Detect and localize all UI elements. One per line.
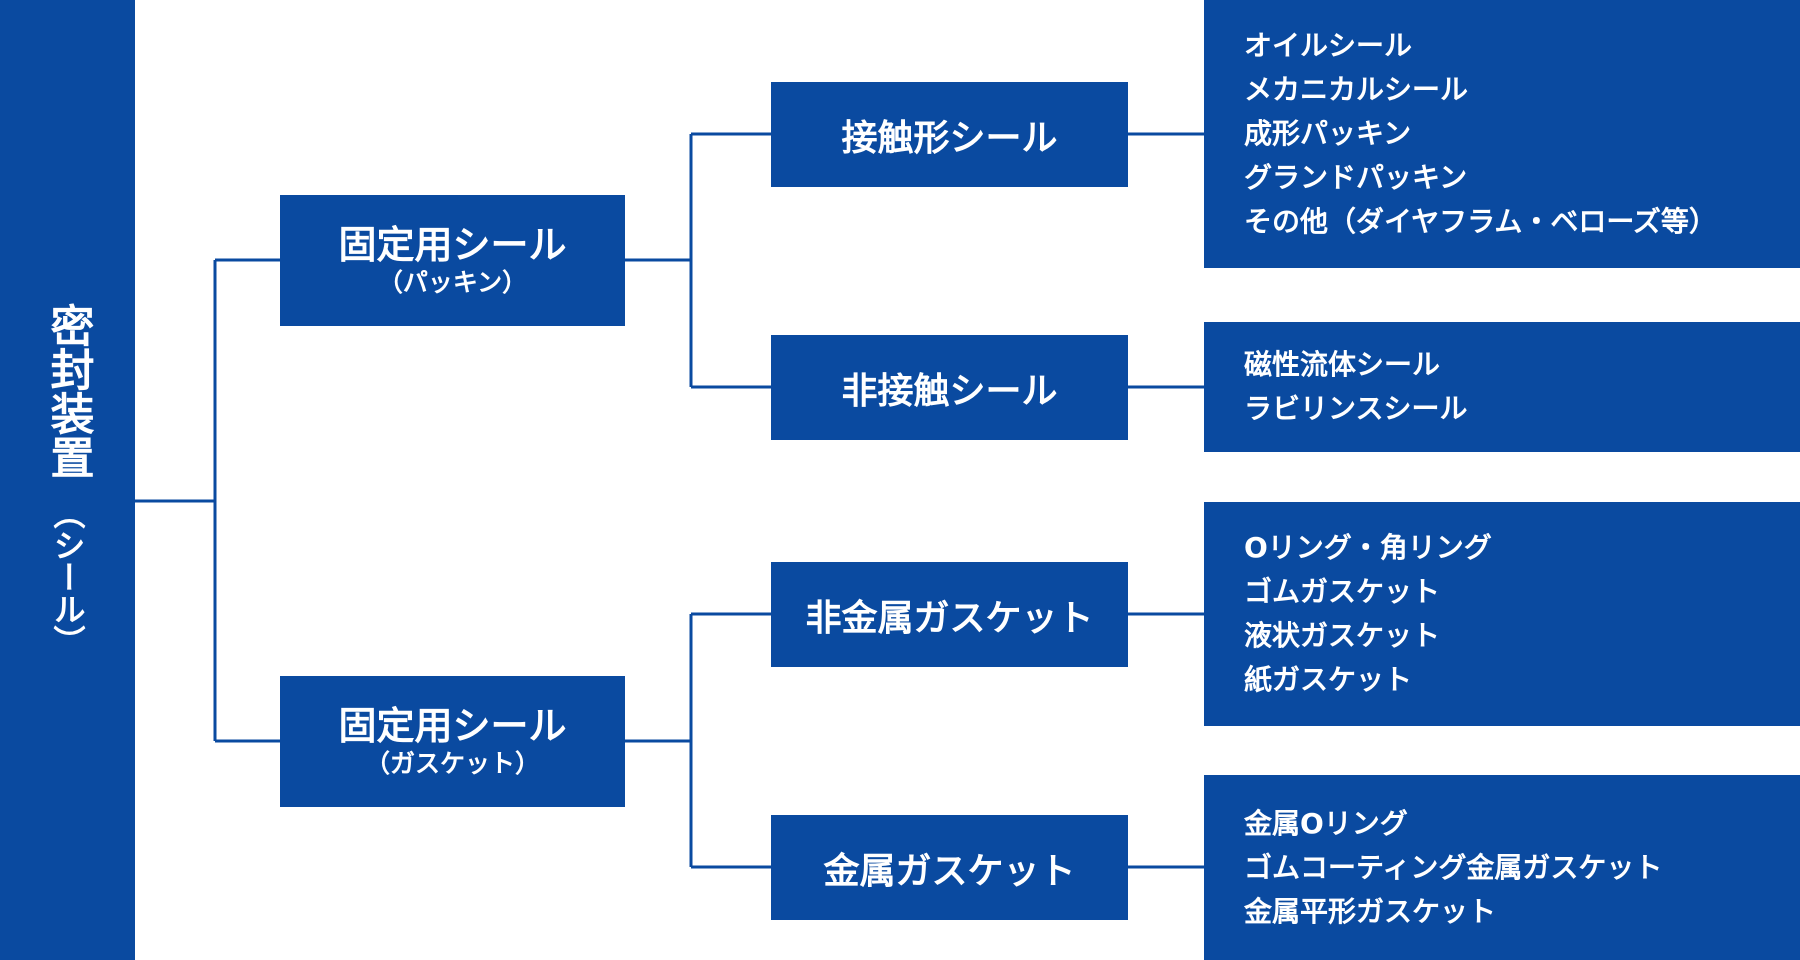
category-node-metal-gasket: 金属ガスケット	[771, 815, 1128, 920]
branch-subtitle: （ガスケット）	[364, 748, 540, 778]
branch-title: 固定用シール	[338, 703, 567, 748]
leaf-item: ゴムコーティング金属ガスケット	[1244, 850, 1663, 884]
branch-node-packing: 固定用シール （パッキン）	[280, 195, 625, 326]
root-sublabel: （シール）	[48, 497, 87, 657]
category-node-contact-seal: 接触形シール	[771, 82, 1128, 187]
leaf-list-contact-seal: オイルシール メカニカルシール 成形パッキン グランドパッキン その他（ダイヤフ…	[1204, 0, 1800, 268]
leaf-list-noncontact-seal: 磁性流体シール ラビリンスシール	[1204, 322, 1800, 452]
leaf-item: グランドパッキン	[1244, 161, 1468, 194]
leaf-item: 金属平形ガスケット	[1244, 894, 1497, 928]
leaf-item: ゴムガスケット	[1244, 575, 1441, 608]
leaf-item: オイルシール	[1244, 29, 1413, 62]
leaf-item: 金属Oリング	[1244, 806, 1408, 840]
root-node: 密封装置 （シール）	[0, 0, 135, 960]
leaf-item: メカニカルシール	[1244, 73, 1469, 106]
branch-title: 固定用シール	[338, 222, 567, 267]
category-node-nonmetal-gasket: 非金属ガスケット	[771, 562, 1128, 667]
leaf-list-nonmetal-gasket: Oリング・角リング ゴムガスケット 液状ガスケット 紙ガスケット	[1204, 502, 1800, 726]
leaf-list-metal-gasket: 金属Oリング ゴムコーティング金属ガスケット 金属平形ガスケット	[1204, 775, 1800, 960]
leaf-item: 成形パッキン	[1244, 117, 1412, 150]
category-node-noncontact-seal: 非接触シール	[771, 335, 1128, 440]
branch-node-gasket: 固定用シール （ガスケット）	[280, 676, 625, 807]
leaf-item: 磁性流体シール	[1244, 348, 1441, 381]
leaf-item: Oリング・角リング	[1244, 531, 1492, 564]
leaf-item: その他（ダイヤフラム・ベローズ等）	[1244, 205, 1717, 238]
root-label: 密封装置	[42, 303, 94, 479]
leaf-item: 液状ガスケット	[1244, 619, 1441, 652]
branch-subtitle: （パッキン）	[377, 267, 528, 297]
leaf-item: 紙ガスケット	[1244, 663, 1413, 696]
leaf-item: ラビリンスシール	[1244, 392, 1468, 425]
